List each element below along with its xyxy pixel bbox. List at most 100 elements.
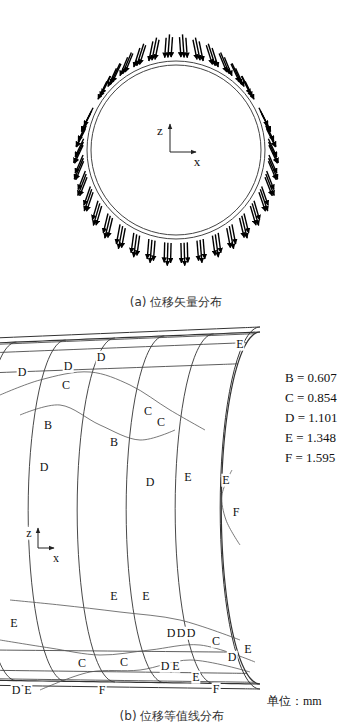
axis-label: x (52, 552, 60, 565)
shell-ring (0, 342, 16, 681)
axis-label: z (25, 527, 32, 540)
displacement-vector (150, 240, 152, 263)
contour-letter: E (141, 590, 150, 603)
contour-letter: D (39, 461, 50, 474)
displacement-vector (218, 233, 221, 253)
pipe-ring-edge (91, 65, 261, 235)
displacement-vector (219, 53, 227, 72)
x-axis (170, 152, 196, 153)
z-axis (170, 124, 171, 152)
displacement-vector (221, 53, 230, 74)
displacement-vector (245, 81, 254, 99)
displacement-vector (259, 192, 265, 211)
legend-value: C = 0.854 (284, 391, 338, 405)
axis-arrows (38, 528, 54, 548)
displacement-vector (250, 206, 256, 225)
contour-letter: E (235, 338, 244, 351)
contour-letter: F (232, 506, 241, 519)
contour-letter: E (171, 660, 180, 673)
axis-label: z (156, 124, 164, 138)
contour-letter: D (63, 360, 74, 373)
displacement-vector (168, 34, 170, 57)
contour-letter: B (109, 436, 119, 449)
displacement-vector (262, 114, 271, 132)
displacement-vector (74, 142, 84, 163)
displacement-vector (212, 48, 218, 67)
displacement-vector (171, 37, 172, 57)
displacement-vector (179, 37, 180, 57)
legend-value: D = 1.101 (284, 411, 338, 425)
pipe-ring-edge (87, 61, 265, 239)
displacement-vector (242, 216, 247, 238)
contour-letter: D (11, 684, 22, 697)
contour-letter: E (183, 471, 192, 484)
displacement-vector (232, 63, 242, 84)
shell-ring (221, 332, 260, 684)
displacement-vector (187, 242, 189, 262)
shell-ring (77, 338, 115, 682)
displacement-vector (265, 177, 272, 196)
contour-line (222, 470, 240, 545)
contour-line (0, 372, 205, 430)
contour-letter: E (9, 617, 18, 630)
contour-lines (0, 372, 255, 690)
displacement-vector (212, 236, 215, 256)
contour-letter: D (17, 366, 28, 379)
contour-letter: E (109, 590, 118, 603)
displacement-vector (110, 63, 120, 84)
displacement-vector (113, 64, 121, 82)
displacement-vector (78, 174, 86, 195)
displacement-vector (266, 174, 274, 195)
contour-letter: E (23, 684, 32, 697)
contour-letter: F (98, 684, 107, 697)
legend-value: F = 1.595 (284, 451, 336, 465)
displacement-vector (239, 218, 244, 237)
contour-letter: D (145, 476, 156, 489)
axis-label: x (193, 155, 202, 169)
displacement-vector (155, 40, 159, 60)
displacement-vector (180, 243, 182, 263)
x-axis (38, 548, 54, 549)
displacement-vector (269, 145, 277, 163)
displacement-vector (183, 243, 185, 266)
shell-ring (175, 334, 213, 683)
displacement-vector (103, 213, 108, 232)
contour-line (20, 405, 175, 440)
displacement-vector (167, 243, 169, 266)
contour-letter: C (143, 405, 153, 418)
unit-note: 单位：mm (266, 695, 323, 708)
displacement-vector (186, 38, 187, 58)
contour-letter: C (77, 657, 87, 670)
shell-ring (126, 336, 164, 683)
displacement-vector (224, 57, 232, 76)
displacement-vector (84, 108, 93, 126)
contour-letter: D (186, 627, 197, 640)
displacement-vector (131, 233, 134, 253)
displacement-vector (182, 34, 184, 57)
legend-value: B = 0.607 (284, 371, 338, 385)
displacement-vector (116, 224, 120, 244)
caption: (a) 位移矢量分布 (129, 296, 224, 309)
displacement-vector (165, 38, 166, 58)
displacement-vector (123, 53, 132, 74)
shell-edge (0, 327, 260, 340)
displacement-vector (197, 241, 199, 261)
contour-letter: C (119, 656, 129, 669)
displacement-vector (125, 53, 133, 72)
displacement-vector (203, 239, 205, 259)
displacement-vector (92, 201, 98, 220)
contour-letter: E (221, 474, 230, 487)
contour-letter: E (243, 643, 252, 656)
contour-letter: C (61, 379, 71, 392)
contour-letter: F (212, 683, 221, 696)
displacement-vector (153, 241, 155, 261)
displacement-vector (78, 171, 85, 190)
contour-letter: C (211, 635, 221, 648)
shell-edge (0, 685, 260, 689)
contour-letter: C (156, 416, 166, 429)
pipe-ring (87, 61, 265, 239)
displacement-vector (84, 186, 90, 205)
caption: (b) 位移等值线分布 (119, 710, 226, 723)
